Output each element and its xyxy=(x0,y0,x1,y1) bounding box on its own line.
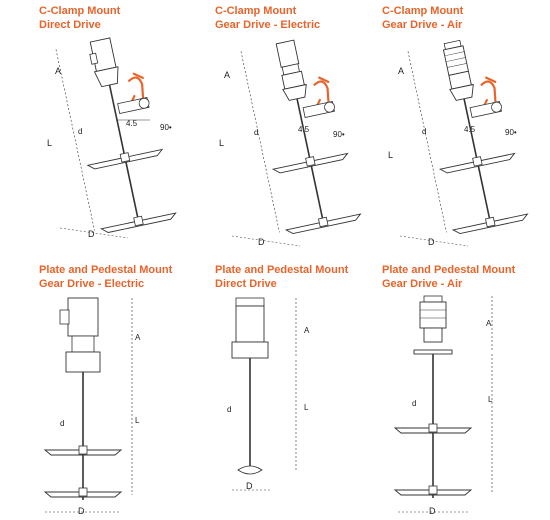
caption-line1: C-Clamp Mount xyxy=(215,5,297,17)
c-clamp-gear-air-figure xyxy=(407,39,529,236)
caption-c-clamp-gear-air: C-Clamp Mount Gear Drive - Air xyxy=(382,4,463,32)
dim-d-impeller-label: D xyxy=(88,229,95,239)
c-clamp-gear-electric-figure xyxy=(240,39,362,236)
dim-a-label: A xyxy=(55,66,61,76)
caption-line2: Gear Drive - Electric xyxy=(39,278,145,290)
dim-d-shaft-label: d xyxy=(227,405,231,414)
caption-line2: Gear Drive - Air xyxy=(382,278,463,290)
dim-d-shaft-label: d xyxy=(422,127,426,136)
caption-line2: Gear Drive - Air xyxy=(382,19,463,31)
dim-l-label: L xyxy=(135,416,140,425)
dim-offset-label: 4.5 xyxy=(298,125,310,134)
dim-a-label: A xyxy=(304,326,310,335)
plate-gear-electric-figure xyxy=(44,297,133,513)
dim-d-shaft-label: d xyxy=(78,127,82,136)
caption-c-clamp-direct: C-Clamp Mount Direct Drive xyxy=(39,4,120,32)
caption-c-clamp-gear-electric: C-Clamp Mount Gear Drive - Electric xyxy=(215,4,320,32)
caption-line2: Gear Drive - Electric xyxy=(215,19,321,31)
caption-line1: Plate and Pedestal Mount xyxy=(382,264,516,276)
caption-line2: Direct Drive xyxy=(215,278,277,290)
caption-line1: C-Clamp Mount xyxy=(382,5,464,17)
dim-l-label: L xyxy=(304,403,309,412)
dim-d-impeller-label: D xyxy=(246,481,253,491)
dim-d-impeller-label: D xyxy=(428,237,435,247)
dim-d-shaft-label: d xyxy=(412,399,416,408)
dim-a-label: A xyxy=(486,319,492,328)
dim-d-impeller-label: D xyxy=(429,506,436,516)
dim-d-impeller-label: D xyxy=(78,506,85,516)
dim-angle-label: 90• xyxy=(160,123,172,132)
c-clamp-direct-drive-figure xyxy=(55,37,178,235)
caption-line2: Direct Drive xyxy=(39,19,101,31)
caption-plate-direct: Plate and Pedestal Mount Direct Drive xyxy=(215,263,348,291)
dim-l-label: L xyxy=(47,138,52,148)
dim-l-label: L xyxy=(219,138,224,148)
caption-line1: Plate and Pedestal Mount xyxy=(215,264,349,276)
dim-angle-label: 90• xyxy=(333,130,345,139)
dim-d-impeller-label: D xyxy=(258,237,265,247)
dim-d-shaft-label: d xyxy=(60,419,64,428)
dim-l-label: L xyxy=(488,395,493,404)
caption-line1: Plate and Pedestal Mount xyxy=(39,264,173,276)
dim-a-label: A xyxy=(398,66,404,76)
plate-direct-drive-figure xyxy=(231,297,297,491)
dim-offset-label: 4.5 xyxy=(464,125,476,134)
dim-d-shaft-label: d xyxy=(254,128,258,137)
caption-line1: C-Clamp Mount xyxy=(39,5,121,17)
plate-gear-air-figure xyxy=(394,295,493,513)
dim-offset-label: 4.5 xyxy=(126,119,138,128)
dim-a-label: A xyxy=(224,70,230,80)
caption-plate-gear-air: Plate and Pedestal Mount Gear Drive - Ai… xyxy=(382,263,515,291)
dim-a-label: A xyxy=(135,333,141,342)
dim-angle-label: 90• xyxy=(505,128,517,137)
caption-plate-gear-electric: Plate and Pedestal Mount Gear Drive - El… xyxy=(39,263,172,291)
dim-l-label: L xyxy=(388,150,393,160)
